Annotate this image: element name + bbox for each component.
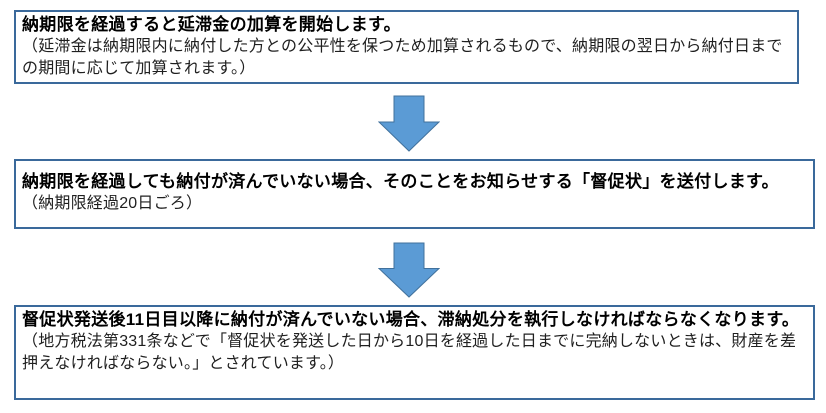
down-arrow-icon: [378, 95, 440, 152]
step-box-delinquency-disposition: 督促状発送後11日目以降に納付が済んでいない場合、滞納処分を執行しなければならな…: [14, 305, 815, 400]
step-box-late-fee: 納期限を経過すると延滞金の加算を開始します。 （延滞金は納期限内に納付した方との…: [14, 10, 799, 84]
down-arrow-icon: [378, 242, 440, 298]
step-title: 納期限を経過すると延滞金の加算を開始します。: [22, 15, 401, 34]
step-title: 督促状発送後11日目以降に納付が済んでいない場合、滞納処分を執行しなければならな…: [22, 310, 800, 329]
step-note: （地方税法第331条などで「督促状を発送した日から10日を経過した日までに完納し…: [22, 333, 797, 372]
step-note: （納期限経過20日ごろ）: [22, 195, 203, 212]
step-note: （延滞金は納期限内に納付した方との公平性を保つため加算されるもので、納期限の翌日…: [22, 38, 783, 77]
step-box-demand-letter: 納期限を経過しても納付が済んでいない場合、そのことをお知らせする「督促状」を送付…: [14, 159, 815, 229]
step-title: 納期限を経過しても納付が済んでいない場合、そのことをお知らせする「督促状」を送付…: [22, 172, 779, 191]
